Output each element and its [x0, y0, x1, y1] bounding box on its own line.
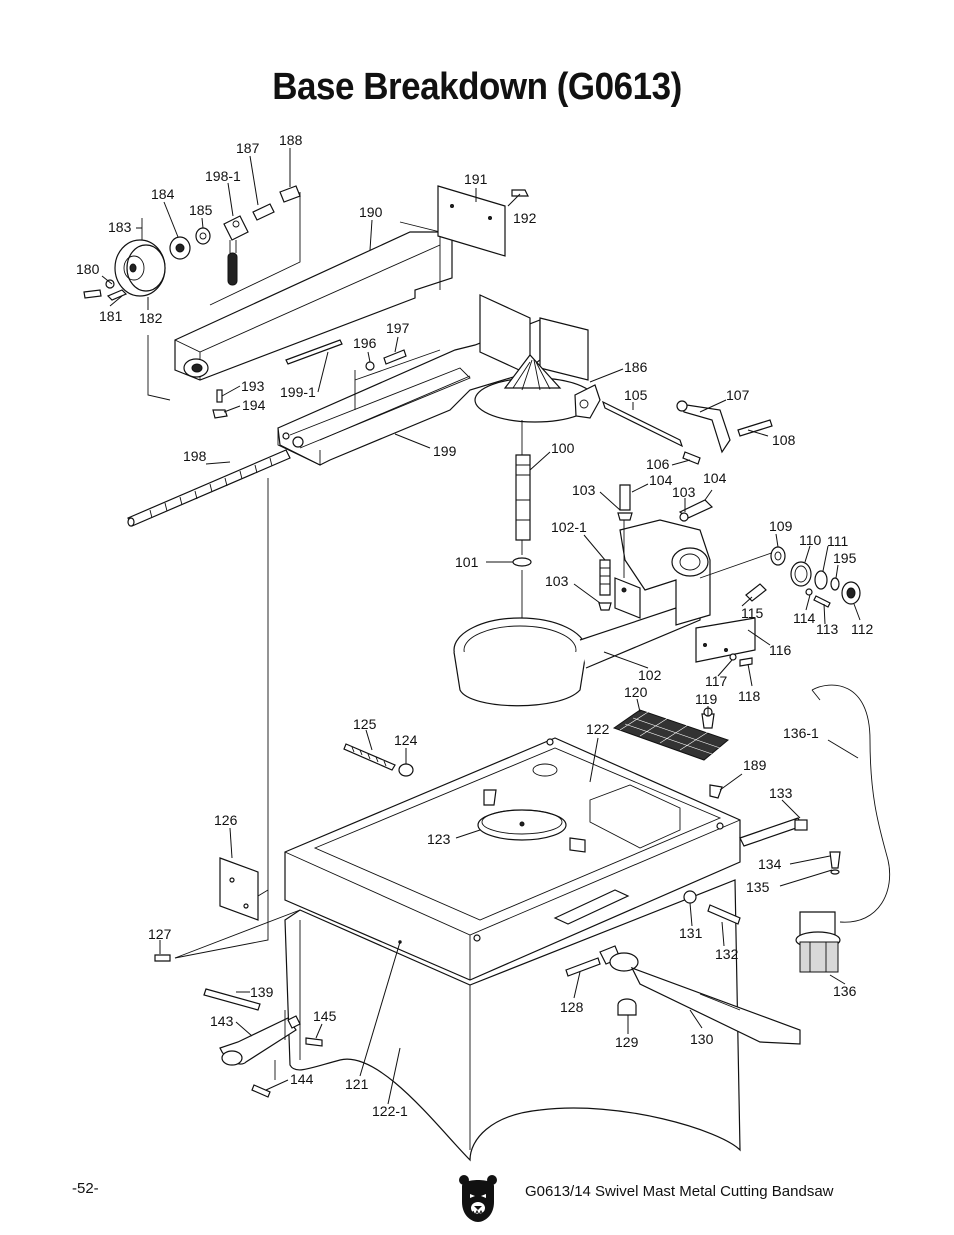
label-183: 183 [108, 219, 132, 235]
label-117: 117 [705, 673, 728, 689]
label-103c: 103 [545, 573, 569, 589]
leader-lines [101, 148, 861, 1105]
label-136: 136 [833, 983, 857, 999]
cover-plate [695, 617, 756, 667]
arm-bolts [598, 484, 714, 611]
label-102-1: 102-1 [551, 519, 587, 535]
page-title: Base Breakdown (G0613) [272, 66, 682, 108]
label-192: 192 [513, 210, 537, 226]
footer-text: G0613/14 Swivel Mast Metal Cutting Bands… [525, 1183, 834, 1200]
label-197: 197 [386, 320, 410, 336]
label-191: 191 [464, 171, 488, 187]
label-121: 121 [345, 1076, 369, 1092]
label-181: 181 [99, 308, 123, 324]
label-103b: 103 [672, 484, 696, 500]
label-113: 113 [816, 621, 839, 637]
label-112: 112 [851, 621, 874, 637]
label-102: 102 [638, 667, 662, 683]
label-190: 190 [359, 204, 383, 220]
label-195: 195 [833, 550, 857, 566]
handwheel-assembly [83, 185, 301, 401]
label-128: 128 [560, 999, 584, 1015]
label-115: 115 [741, 605, 764, 621]
label-186: 186 [624, 359, 648, 375]
label-198-1: 198-1 [205, 168, 241, 184]
bearing-group [745, 546, 861, 608]
bottom-accessories [203, 945, 801, 1098]
label-193: 193 [241, 378, 265, 394]
arm-casting [453, 519, 781, 707]
coolant-pump [795, 851, 841, 973]
label-184: 184 [151, 186, 175, 202]
coolant-cable [811, 684, 891, 923]
label-139: 139 [250, 984, 274, 1000]
pivot-stud [512, 420, 532, 640]
label-119: 119 [695, 691, 718, 707]
page-number: -52- [72, 1180, 99, 1197]
label-189: 189 [743, 757, 767, 773]
label-134: 134 [758, 856, 782, 872]
label-198: 198 [183, 448, 207, 464]
label-107: 107 [726, 387, 750, 403]
leadscrew [127, 449, 291, 890]
label-199-1: 199-1 [280, 384, 316, 400]
label-145: 145 [313, 1008, 337, 1024]
label-124: 124 [394, 732, 418, 748]
bear-logo-icon [459, 1175, 497, 1222]
vise-bed-assembly [174, 185, 601, 466]
label-196: 196 [353, 335, 377, 351]
label-120: 120 [624, 684, 648, 700]
label-100: 100 [551, 440, 575, 456]
label-180: 180 [76, 261, 100, 277]
label-101: 101 [455, 554, 479, 570]
label-125: 125 [353, 716, 377, 732]
label-106: 106 [646, 456, 670, 472]
label-133: 133 [769, 785, 793, 801]
label-199: 199 [433, 443, 457, 459]
label-127: 127 [148, 926, 172, 942]
label-185: 185 [189, 202, 213, 218]
label-105: 105 [624, 387, 648, 403]
label-132: 132 [715, 946, 739, 962]
label-143: 143 [210, 1013, 234, 1029]
label-136-1: 136-1 [783, 725, 819, 741]
label-144: 144 [290, 1071, 314, 1087]
label-194: 194 [242, 397, 266, 413]
vise-hardware [212, 339, 407, 419]
label-116: 116 [769, 642, 792, 658]
pivot-linkage [601, 400, 773, 465]
label-111: 111 [827, 533, 848, 549]
label-109: 109 [769, 518, 793, 534]
label-104b: 104 [703, 470, 727, 486]
chip-screen [612, 707, 730, 761]
label-122-1: 122-1 [372, 1103, 408, 1119]
base-cabinet [154, 737, 808, 1162]
label-123: 123 [427, 831, 451, 847]
label-122: 122 [586, 721, 610, 737]
label-110: 110 [799, 532, 822, 548]
label-114: 114 [793, 610, 816, 626]
label-104a: 104 [649, 472, 673, 488]
label-182: 182 [139, 310, 163, 326]
part-labels: 188 187 198-1 184 185 183 180 181 182 19… [76, 132, 874, 1119]
label-103a: 103 [572, 482, 596, 498]
label-126: 126 [214, 812, 238, 828]
label-129: 129 [615, 1034, 639, 1050]
label-188: 188 [279, 132, 303, 148]
label-118: 118 [738, 688, 761, 704]
label-131: 131 [679, 925, 703, 941]
label-135: 135 [746, 879, 770, 895]
label-130: 130 [690, 1031, 714, 1047]
label-187: 187 [236, 140, 260, 156]
label-108: 108 [772, 432, 796, 448]
